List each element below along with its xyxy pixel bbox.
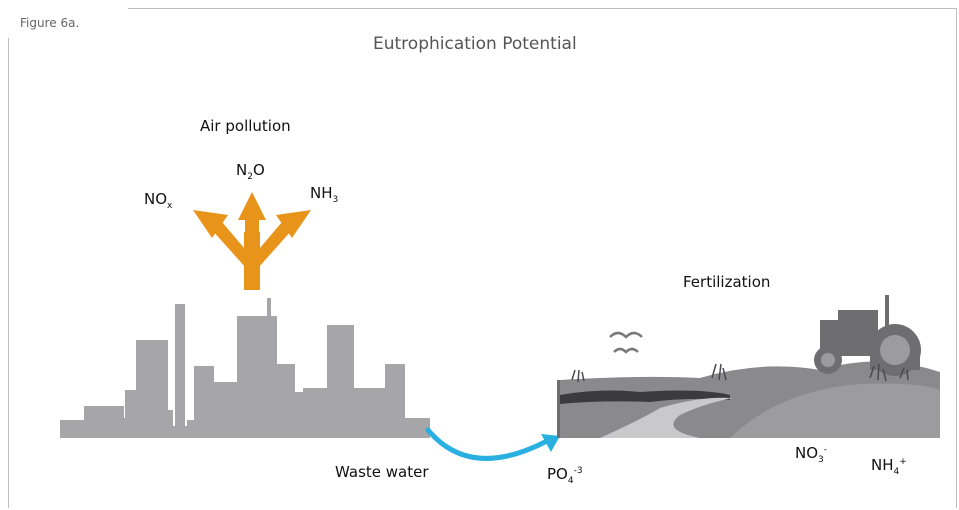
- n2o-label: N2O: [236, 161, 265, 182]
- po4-base: PO: [547, 465, 568, 483]
- nh3-sub: 3: [332, 195, 339, 205]
- figure-label: Figure 6a.: [20, 16, 80, 30]
- nox-base: NO: [144, 190, 168, 208]
- n2o-sub: 2: [247, 172, 253, 182]
- no3-sub: 3: [818, 455, 824, 465]
- figure-title: Eutrophication Potential: [373, 34, 577, 54]
- nh3-label: NH3: [310, 184, 338, 205]
- n2o-base: N: [236, 161, 248, 179]
- nox-label: NOx: [144, 190, 172, 211]
- air-pollution-label: Air pollution: [200, 117, 291, 135]
- nh4-label: NH4+: [871, 456, 907, 477]
- waste-water-label: Waste water: [335, 463, 429, 481]
- no3-sup: -: [823, 445, 828, 455]
- waste-water-arrow: [425, 427, 560, 461]
- birds-icon: [609, 331, 643, 354]
- city-skyline: [60, 298, 430, 438]
- n2o-tail: O: [252, 161, 265, 179]
- po4-sub: 4: [567, 476, 574, 486]
- nox-sub: x: [167, 201, 173, 211]
- emission-arrows: [193, 192, 311, 290]
- po4-sup: -3: [573, 466, 583, 476]
- figure-tab: [8, 8, 128, 38]
- figure-frame: [8, 8, 957, 508]
- nh4-sub: 4: [893, 467, 900, 477]
- no3-label: NO3-: [795, 444, 827, 465]
- nh4-sup: +: [899, 457, 907, 467]
- no3-base: NO: [795, 444, 819, 462]
- po4-label: PO4-3: [547, 465, 583, 486]
- nh3-base: NH: [310, 184, 333, 202]
- nh4-base: NH: [871, 456, 894, 474]
- landscape: [557, 295, 940, 438]
- fertilization-label: Fertilization: [683, 273, 771, 291]
- grass-tufts: [571, 363, 909, 383]
- skyline-gaps: [173, 304, 187, 426]
